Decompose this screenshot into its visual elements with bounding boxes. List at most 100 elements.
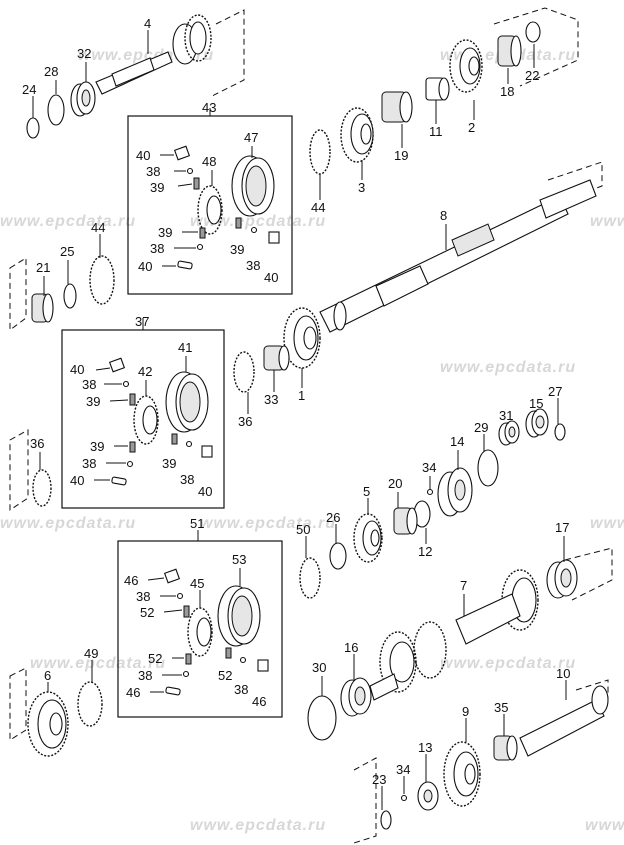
callout-46: 46 bbox=[252, 694, 266, 709]
callout-21: 21 bbox=[36, 260, 50, 275]
callout-1: 1 bbox=[298, 388, 305, 403]
snap-ring-part-28 bbox=[47, 94, 65, 126]
callout-48: 48 bbox=[202, 154, 216, 169]
watermark-text: www.epcdata.ru bbox=[190, 817, 326, 834]
snap-ring-part-25 bbox=[63, 283, 77, 309]
synchro-ring-part-36 bbox=[233, 351, 255, 393]
callout-49: 49 bbox=[84, 646, 98, 661]
watermark-text: www.epcdata.ru bbox=[30, 655, 166, 672]
synchro-hub-part-48 bbox=[197, 185, 223, 235]
callout-23: 23 bbox=[372, 772, 386, 787]
callout-35: 35 bbox=[494, 700, 508, 715]
callout-10: 10 bbox=[556, 666, 570, 681]
callout-37: 37 bbox=[135, 314, 149, 329]
callout-6: 6 bbox=[44, 668, 51, 683]
bearing-part-31 bbox=[498, 420, 520, 446]
shifting-key-46 bbox=[165, 686, 181, 696]
callout-52: 52 bbox=[218, 668, 232, 683]
washer-part-13 bbox=[417, 781, 439, 811]
snap-ring-part-24 bbox=[26, 117, 40, 139]
main-shaft-part-8 bbox=[319, 179, 597, 333]
callout-38: 38 bbox=[82, 456, 96, 471]
needle-bearing-part-18 bbox=[497, 35, 522, 67]
bearing-part-16 bbox=[340, 677, 372, 717]
callout-3: 3 bbox=[358, 180, 365, 195]
shifting-key-40 bbox=[111, 476, 127, 486]
bearing-part-15 bbox=[525, 408, 549, 438]
callout-12: 12 bbox=[418, 544, 432, 559]
spring-39 bbox=[193, 177, 200, 190]
callout-38: 38 bbox=[146, 164, 160, 179]
callout-45: 45 bbox=[190, 576, 204, 591]
synchro-ring-part-44 bbox=[309, 129, 331, 175]
spring-39 bbox=[171, 433, 178, 445]
watermark-text: www.epcdata.ru bbox=[585, 817, 624, 834]
ball-38 bbox=[122, 380, 130, 388]
callout-22: 22 bbox=[525, 68, 539, 83]
shifting-key-40 bbox=[201, 445, 213, 458]
callout-7: 7 bbox=[460, 578, 467, 593]
ball-part-34-lower bbox=[400, 794, 408, 802]
needle-bearing-part-33 bbox=[263, 345, 290, 371]
collar-part-11 bbox=[425, 77, 450, 101]
callout-52: 52 bbox=[140, 605, 154, 620]
watermarks: www.epcdata.ru www.epcdata.ru www.epcdat… bbox=[0, 47, 624, 834]
callout-39: 39 bbox=[86, 394, 100, 409]
watermark-text: www.epcdata.ru bbox=[440, 655, 576, 672]
callout-11: 11 bbox=[429, 124, 443, 139]
needle-bearing-part-21 bbox=[31, 293, 54, 323]
callout-32: 32 bbox=[77, 46, 91, 61]
spring-39 bbox=[199, 227, 206, 239]
callout-40: 40 bbox=[70, 473, 84, 488]
callout-39: 39 bbox=[162, 456, 176, 471]
shifting-key-40 bbox=[177, 260, 193, 270]
watermark-text: www.epcdata.ru bbox=[590, 213, 624, 230]
callout-34: 34 bbox=[422, 460, 436, 475]
callout-33: 33 bbox=[264, 392, 278, 407]
snap-ring-part-29 bbox=[477, 449, 499, 487]
synchronizer-assembly-box-43 bbox=[127, 108, 293, 295]
callout-30: 30 bbox=[312, 660, 326, 675]
callout-47: 47 bbox=[244, 130, 258, 145]
watermark-text: www.epcdata.ru bbox=[440, 359, 576, 376]
watermark-text: www.epcdata.ru bbox=[190, 213, 326, 230]
ball-38 bbox=[176, 592, 184, 600]
callout-52: 52 bbox=[148, 651, 162, 666]
watermark-text: www.epcdata.ru bbox=[0, 213, 136, 230]
callout-8: 8 bbox=[440, 208, 447, 223]
callout-38: 38 bbox=[138, 668, 152, 683]
callout-36: 36 bbox=[30, 436, 44, 451]
spring-52 bbox=[185, 653, 192, 665]
ball-part-34 bbox=[426, 488, 434, 496]
synchronizer-assembly-box-37 bbox=[61, 318, 225, 509]
needle-bearing-part-20 bbox=[393, 507, 418, 535]
needle-bearing-part-19 bbox=[381, 91, 413, 123]
snap-ring-part-30 bbox=[307, 695, 337, 741]
ball-38 bbox=[196, 243, 204, 251]
callout-38: 38 bbox=[150, 241, 164, 256]
leader-lines bbox=[32, 30, 567, 810]
callout-38: 38 bbox=[136, 589, 150, 604]
ball-38 bbox=[239, 656, 247, 664]
callout-27: 27 bbox=[548, 384, 562, 399]
callout-24: 24 bbox=[22, 82, 36, 97]
callout-15: 15 bbox=[529, 396, 543, 411]
gear-part-1 bbox=[283, 307, 321, 369]
callout-36: 36 bbox=[238, 414, 252, 429]
callout-41: 41 bbox=[178, 340, 192, 355]
reverse-gear-part-9 bbox=[443, 741, 481, 807]
reverse-shaft-part-10 bbox=[519, 685, 609, 757]
counter-shaft-part-7 bbox=[369, 569, 539, 701]
spring-39 bbox=[129, 441, 136, 453]
shifting-key-46 bbox=[257, 659, 269, 672]
synchro-hub-part-45 bbox=[187, 607, 213, 657]
callout-40: 40 bbox=[70, 362, 84, 377]
ball-38 bbox=[250, 226, 258, 234]
callout-26: 26 bbox=[326, 510, 340, 525]
gear-part-6 bbox=[27, 691, 69, 757]
snap-ring-part-26 bbox=[329, 542, 347, 570]
callout-20: 20 bbox=[388, 476, 402, 491]
callout-38: 38 bbox=[234, 682, 248, 697]
